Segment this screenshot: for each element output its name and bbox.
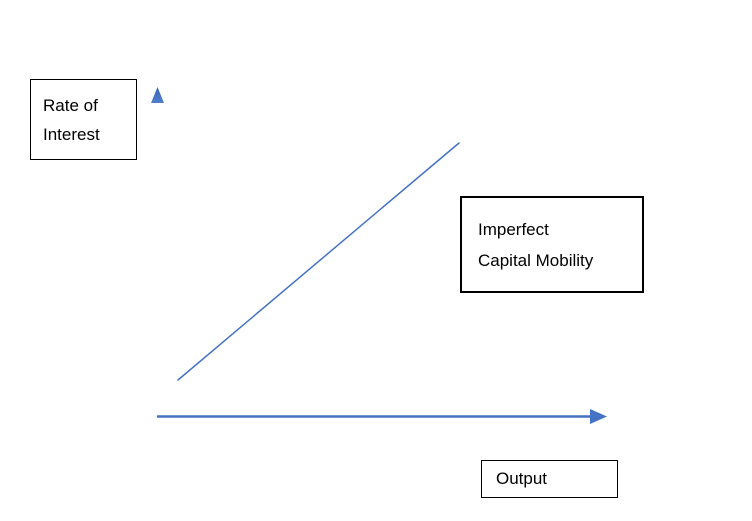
output-label-line1: Output: [496, 469, 548, 488]
x-axis-arrowhead-icon: [590, 409, 607, 424]
rate-of-interest-label-box: Rate of Interest: [30, 79, 137, 160]
imperfect-capital-mobility-label-line1: Imperfect: [478, 219, 549, 239]
output-label-box: Output: [481, 460, 618, 498]
imperfect-capital-mobility-line: [177, 142, 460, 381]
rate-of-interest-label-line1: Rate of: [43, 95, 98, 115]
imperfect-capital-mobility-label-line2: Capital Mobility: [478, 250, 594, 270]
y-axis-arrowhead-icon: [151, 87, 164, 103]
rate-of-interest-label-line2: Interest: [43, 124, 100, 144]
imperfect-capital-mobility-label-box: Imperfect Capital Mobility: [460, 196, 644, 293]
